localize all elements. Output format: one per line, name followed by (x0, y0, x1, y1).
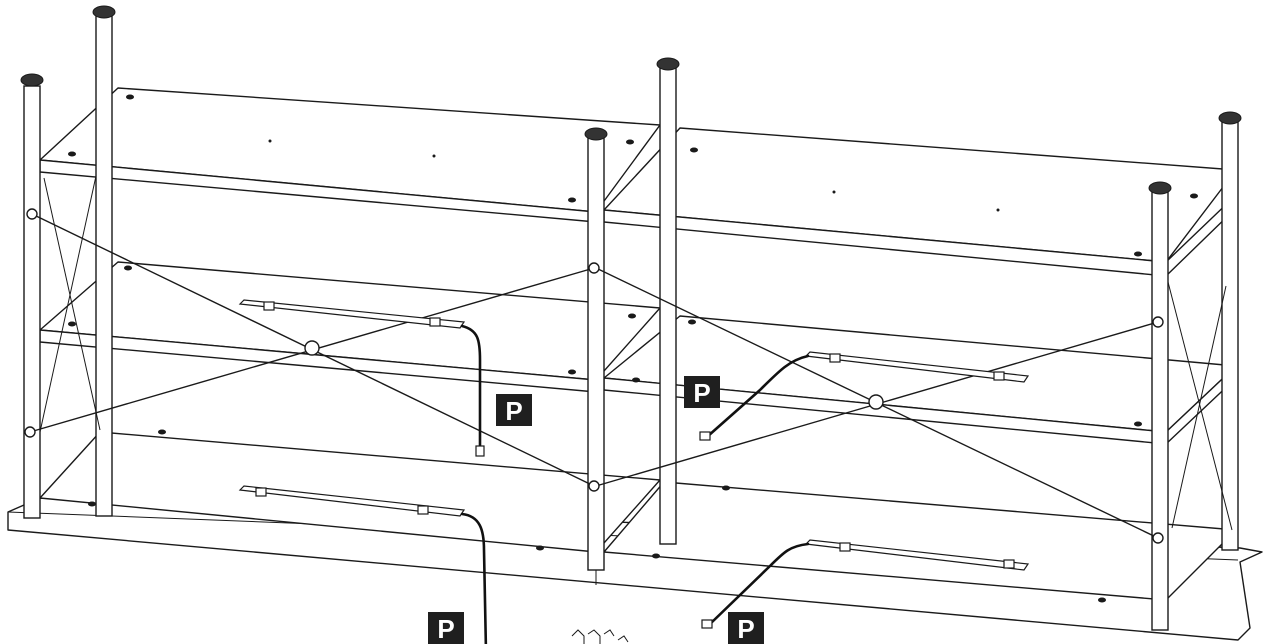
screw-holes (68, 94, 1198, 603)
light-strip-upper-left (238, 299, 485, 457)
light-strip-upper-right (699, 351, 1030, 441)
back-x-braces (24, 208, 1164, 544)
callout-label: P (693, 378, 710, 408)
callout-p-3: P (428, 612, 464, 644)
hardware-clips (571, 629, 629, 644)
callout-p-2: P (684, 376, 720, 408)
callout-label: P (737, 614, 754, 644)
side-braces (39, 175, 1233, 531)
light-strip-lower-left (238, 485, 488, 644)
callout-label: P (505, 396, 522, 426)
top-panel-left (39, 87, 661, 223)
light-strip-lower-right (701, 539, 1030, 629)
uprights (23, 15, 1239, 631)
callout-p-4: P (728, 612, 764, 644)
middle-shelf-left (39, 261, 661, 393)
callout-label: P (437, 614, 454, 644)
callout-p-1: P (496, 394, 532, 426)
leg-caps (20, 5, 1242, 195)
middle-shelf-right (603, 315, 1237, 445)
